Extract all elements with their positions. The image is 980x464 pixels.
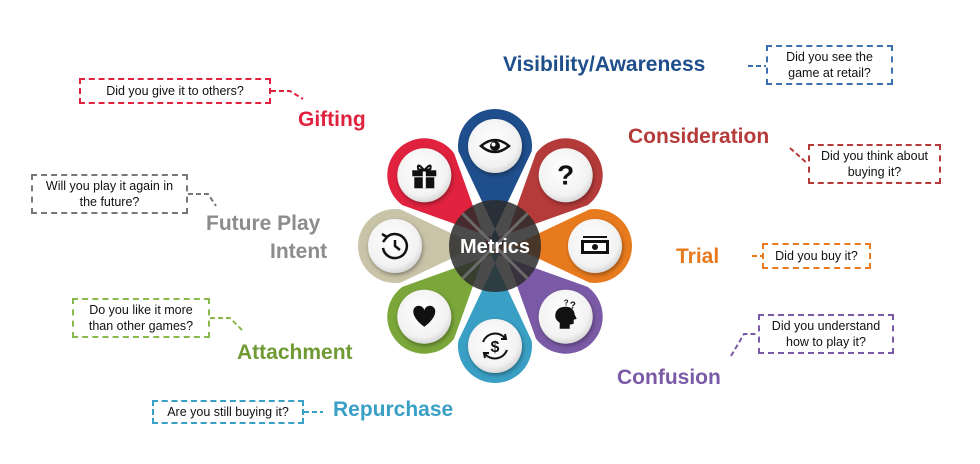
clock-replay-icon bbox=[368, 219, 422, 273]
label-trial: Trial bbox=[676, 245, 720, 268]
label-repurchase: Repurchase bbox=[333, 398, 454, 421]
label-futureplay-line2: Intent bbox=[270, 240, 328, 263]
dollar-cycle-icon: $ bbox=[468, 319, 522, 373]
label-gifting: Gifting bbox=[298, 108, 366, 131]
label-confusion: Confusion bbox=[617, 366, 721, 389]
center-hub: Metrics bbox=[449, 200, 541, 292]
svg-text:?: ? bbox=[564, 299, 569, 308]
heart-icon bbox=[397, 289, 452, 344]
eye-icon bbox=[468, 119, 522, 173]
label-consideration: Consideration bbox=[628, 125, 770, 148]
label-visibility: Visibility/Awareness bbox=[503, 53, 706, 76]
question-gifting: Did you give it to others? bbox=[79, 78, 271, 104]
label-attachment: Attachment bbox=[237, 341, 353, 364]
svg-text:$: $ bbox=[491, 339, 500, 356]
gift-icon bbox=[397, 148, 452, 203]
svg-text:?: ? bbox=[557, 159, 574, 190]
question-mark-icon: ? bbox=[538, 148, 593, 203]
money-icon bbox=[568, 219, 622, 273]
center-label: Metrics bbox=[460, 236, 530, 258]
confused-head-icon: ? ? bbox=[538, 289, 593, 344]
question-repurchase: Are you still buying it? bbox=[152, 400, 304, 424]
label-futureplay-line1: Future Play bbox=[206, 212, 321, 235]
svg-text:?: ? bbox=[570, 301, 576, 312]
question-trial: Did you buy it? bbox=[762, 243, 871, 269]
